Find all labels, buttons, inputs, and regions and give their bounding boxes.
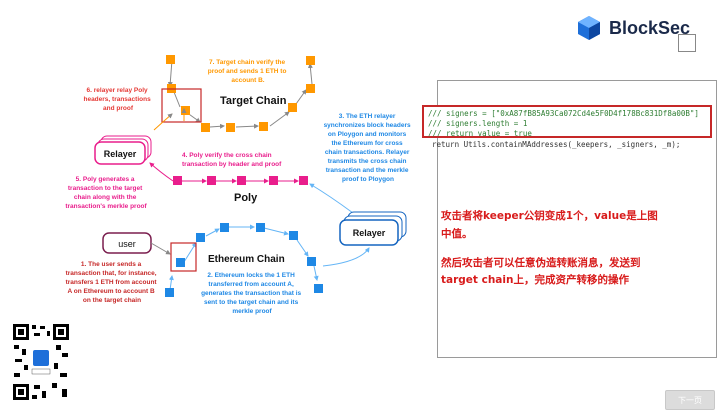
note-line: 然后攻击者可以任意伪造转账消息，发送到: [441, 257, 641, 269]
step2-line: 2. Ethereum locks the 1 ETH: [207, 272, 295, 279]
qr-code: [12, 323, 70, 401]
step1-line: on the target chain: [83, 297, 141, 304]
note-line: 中值。: [441, 228, 473, 240]
note-line: 攻击者将keeper公钥变成1个，value是上图: [441, 210, 658, 222]
target-chain-blocks: [161, 55, 315, 132]
step3-line: on Ploygon and monitors: [328, 131, 407, 138]
blocksec-logo: BlockSec: [575, 14, 690, 42]
step1-line: transaction that, for instance,: [66, 270, 157, 277]
step2-line: generates the transaction that is: [201, 290, 301, 297]
step7-line: account B.: [231, 77, 264, 84]
relayer-right-label: Relayer: [353, 228, 386, 238]
note-line: target chain上，完成资产转移的操作: [441, 274, 629, 286]
step1-text: 1. The user sends a transaction that, fo…: [66, 261, 159, 304]
step2-line: transferred from account A,: [208, 281, 294, 288]
user-label: user: [118, 239, 136, 249]
blocksec-logo-icon: [577, 16, 600, 40]
qr-mini-icon: [678, 34, 696, 52]
step5-text: 5. Poly generates a transaction to the t…: [65, 176, 147, 210]
relayer-left: Relayer: [94, 113, 173, 165]
code-line: /// signers = ["0xA87fB85A93Ca072Cd4e5F0…: [428, 109, 699, 118]
poly-label: Poly: [234, 192, 258, 204]
step4-line: 4. Poly verify the cross chain: [182, 152, 272, 159]
step4-line: transaction by header and proof: [182, 161, 282, 168]
next-page-button[interactable]: 下一页: [665, 390, 715, 410]
step5-line: transaction to the target: [68, 185, 143, 192]
step6-line: 6. relayer relay Poly: [87, 87, 148, 94]
ethereum-chain-label: Ethereum Chain: [208, 254, 285, 265]
step3-line: transmits the cross chain: [328, 158, 407, 165]
step6-text: 6. relayer relay Poly headers, transacti…: [83, 87, 152, 112]
step6-line: and proof: [103, 105, 134, 112]
step2-text: 2. Ethereum locks the 1 ETH transferred …: [201, 272, 303, 315]
step3-line: the Ethereum for cross: [332, 140, 404, 147]
poly-chain-blocks: [149, 162, 308, 185]
user-node: user: [102, 232, 171, 255]
step5-line: transaction's merkle proof: [65, 203, 147, 210]
step1-line: 1. The user sends a: [81, 261, 142, 268]
code-line: /// signers.length = 1: [428, 119, 528, 128]
step1-line: transfers 1 ETH from account: [66, 279, 158, 286]
step3-line: 3. The ETH relayer: [339, 113, 396, 120]
step3-text: 3. The ETH relayer synchronizes block he…: [324, 113, 413, 183]
ethereum-chain-blocks: [165, 223, 323, 297]
step7-text: 7. Target chain verify the proof and sen…: [208, 59, 289, 84]
step3-line: proof to Ploygon: [342, 176, 394, 183]
step5-line: 5. Poly generates a: [76, 176, 135, 183]
relayer-right: Relayer: [309, 183, 407, 267]
code-highlight-box: /// signers = ["0xA87fB85A93Ca072Cd4e5F0…: [422, 105, 712, 138]
step7-line: proof and sends 1 ETH to: [208, 68, 287, 75]
code-line-return: return Utils.containMAddresses(_keepers,…: [432, 140, 681, 149]
step4-text: 4. Poly verify the cross chain transacti…: [182, 152, 282, 168]
step2-line: sent to the target chain and its: [204, 299, 299, 306]
step5-line: chain along with the: [74, 194, 137, 201]
brand-name: BlockSec: [608, 17, 690, 38]
step2-line: merkle proof: [232, 308, 272, 315]
code-line: /// return value = true: [428, 129, 532, 138]
step3-line: chain transactions. Relayer: [325, 149, 410, 156]
step3-line: synchronizes block headers: [324, 122, 411, 129]
step6-line: headers, transactions: [83, 96, 151, 103]
step7-line: 7. Target chain verify the: [209, 59, 285, 66]
step3-line: transaction and the merkle: [326, 167, 409, 174]
target-chain-label: Target Chain: [220, 95, 287, 107]
step1-line: A on Ethereum to account B: [68, 288, 155, 295]
relayer-left-label: Relayer: [104, 149, 137, 159]
